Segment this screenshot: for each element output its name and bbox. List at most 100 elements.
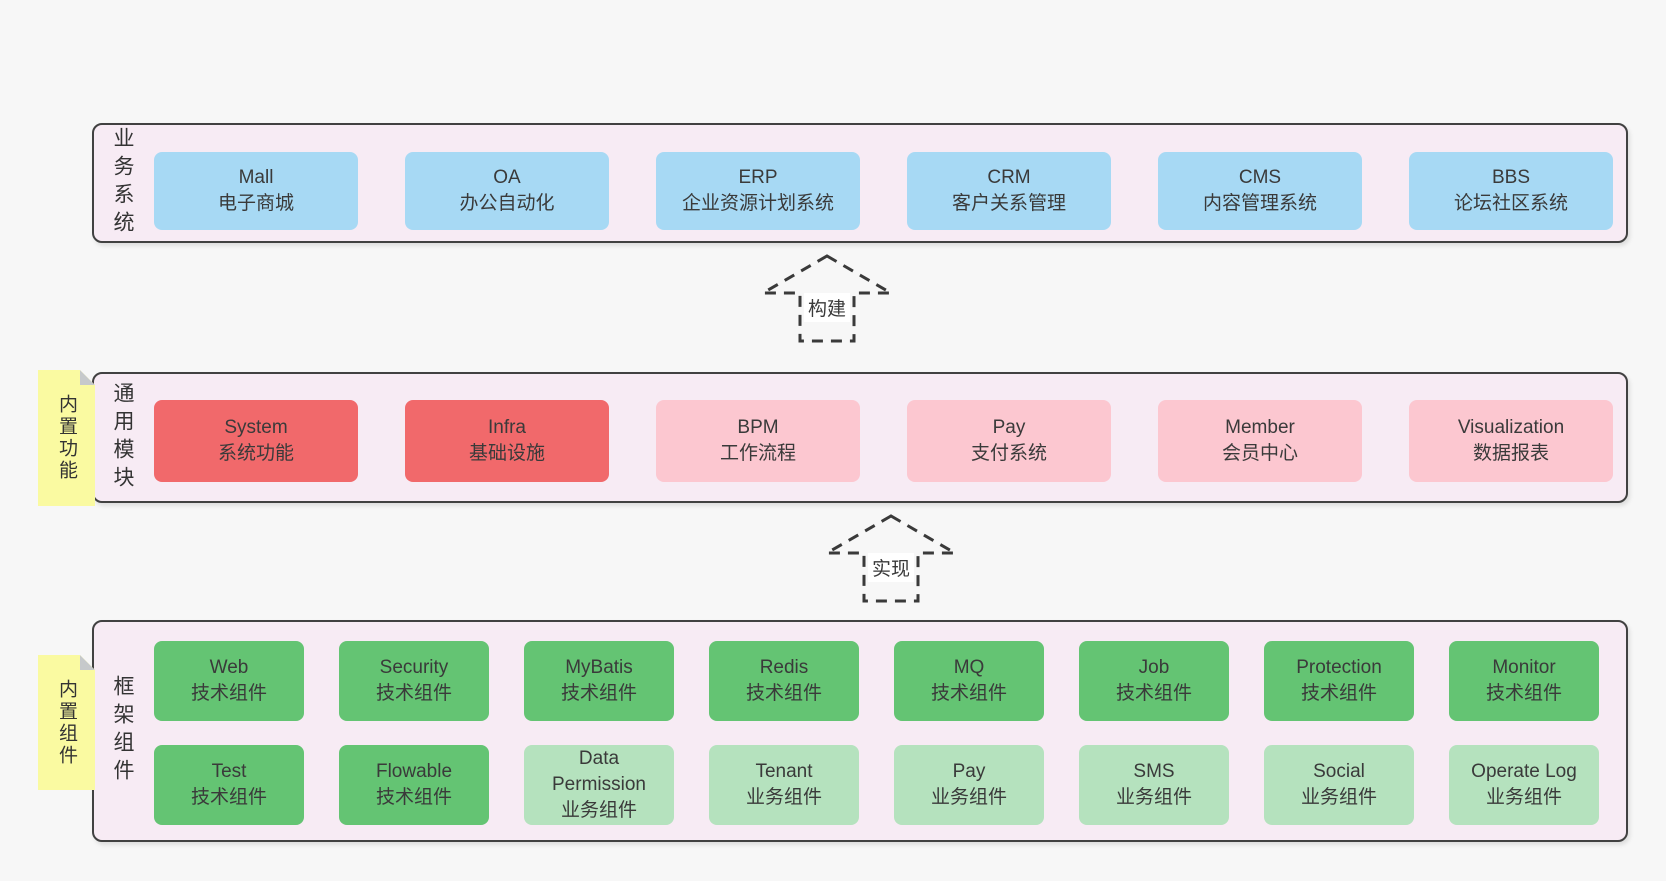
box-social-en: Social — [1313, 761, 1365, 782]
box-pay-en: Pay — [992, 417, 1026, 438]
box-sms: SMS 业务组件 — [1079, 745, 1229, 825]
box-bbs-en: BBS — [1491, 167, 1531, 188]
box-tenant-en: Tenant — [755, 761, 813, 782]
box-infra: Infra 基础设施 — [405, 400, 609, 482]
box-operate-log-en: Operate Log — [1471, 761, 1577, 782]
band-framework-components: 框架组件 Web 技术组件 Security 技术组件 MyBatis 技术组件… — [92, 620, 1628, 842]
box-pay-biz: Pay 业务组件 — [894, 745, 1044, 825]
box-oa-en: OA — [493, 167, 521, 188]
box-mall: Mall 电子商城 — [154, 152, 358, 230]
box-sms-en: SMS — [1133, 761, 1175, 782]
box-member-en: Member — [1225, 417, 1295, 438]
box-monitor-zh: 技术组件 — [1485, 683, 1562, 704]
box-redis-en: Redis — [759, 657, 809, 678]
box-operate-log-zh: 业务组件 — [1485, 787, 1562, 808]
box-erp-en: ERP — [738, 167, 778, 188]
components-box-row-2: Test 技术组件 Flowable 技术组件 Data Permission … — [154, 745, 1599, 825]
box-mall-zh: 电子商城 — [217, 193, 294, 214]
box-social: Social 业务组件 — [1264, 745, 1414, 825]
box-cms: CMS 内容管理系统 — [1158, 152, 1362, 230]
box-flowable-en: Flowable — [375, 761, 453, 782]
box-flowable-zh: 技术组件 — [375, 787, 452, 808]
box-protection-zh: 技术组件 — [1300, 683, 1377, 704]
box-tenant: Tenant 业务组件 — [709, 745, 859, 825]
box-security-zh: 技术组件 — [375, 683, 452, 704]
box-mybatis-zh: 技术组件 — [560, 683, 637, 704]
box-member: Member 会员中心 — [1158, 400, 1362, 482]
box-mq-zh: 技术组件 — [930, 683, 1007, 704]
box-bpm-zh: 工作流程 — [719, 443, 796, 464]
box-mybatis-en: MyBatis — [565, 657, 633, 678]
arrow-implement-shape — [824, 514, 958, 603]
box-sms-zh: 业务组件 — [1115, 787, 1192, 808]
box-bbs: BBS 论坛社区系统 — [1409, 152, 1613, 230]
box-infra-zh: 基础设施 — [468, 443, 545, 464]
box-pay: Pay 支付系统 — [907, 400, 1111, 482]
sticky-built-in-components: 内置组件 — [38, 655, 95, 790]
box-operate-log: Operate Log 业务组件 — [1449, 745, 1599, 825]
box-pay-zh: 支付系统 — [970, 443, 1047, 464]
box-data-permission-zh: 业务组件 — [560, 800, 637, 821]
modules-box-row: System 系统功能 Infra 基础设施 BPM 工作流程 Pay 支付系统… — [154, 400, 1613, 482]
band-components-label: 框架组件 — [111, 675, 134, 787]
box-bpm-en: BPM — [737, 417, 779, 438]
arrow-build-label: 构建 — [803, 293, 851, 322]
box-pay-biz-en: Pay — [952, 761, 986, 782]
box-monitor-en: Monitor — [1492, 657, 1556, 678]
business-box-row: Mall 电子商城 OA 办公自动化 ERP 企业资源计划系统 CRM 客户关系… — [154, 152, 1613, 230]
box-cms-zh: 内容管理系统 — [1202, 193, 1317, 214]
box-redis-zh: 技术组件 — [745, 683, 822, 704]
box-mq: MQ 技术组件 — [894, 641, 1044, 721]
arrow-build-shape — [760, 254, 894, 343]
sticky-built-in-components-label: 内置组件 — [56, 678, 77, 767]
box-bpm: BPM 工作流程 — [656, 400, 860, 482]
box-oa: OA 办公自动化 — [405, 152, 609, 230]
components-box-row-1: Web 技术组件 Security 技术组件 MyBatis 技术组件 Redi… — [154, 641, 1599, 721]
box-test: Test 技术组件 — [154, 745, 304, 825]
box-flowable: Flowable 技术组件 — [339, 745, 489, 825]
box-system: System 系统功能 — [154, 400, 358, 482]
box-job-en: Job — [1138, 657, 1170, 678]
box-pay-biz-zh: 业务组件 — [930, 787, 1007, 808]
box-visualization-zh: 数据报表 — [1472, 443, 1549, 464]
box-redis: Redis 技术组件 — [709, 641, 859, 721]
box-test-zh: 技术组件 — [190, 787, 267, 808]
box-erp-zh: 企业资源计划系统 — [681, 193, 834, 214]
box-crm-zh: 客户关系管理 — [951, 193, 1066, 214]
box-cms-en: CMS — [1238, 167, 1282, 188]
box-mall-en: Mall — [238, 167, 274, 188]
box-monitor: Monitor 技术组件 — [1449, 641, 1599, 721]
box-system-zh: 系统功能 — [217, 443, 294, 464]
box-data-permission-en: Data Permission — [552, 748, 646, 795]
band-common-modules: 通用模块 System 系统功能 Infra 基础设施 BPM 工作流程 Pay… — [92, 372, 1628, 503]
box-web: Web 技术组件 — [154, 641, 304, 721]
box-web-en: Web — [209, 657, 249, 678]
box-job-zh: 技术组件 — [1115, 683, 1192, 704]
box-visualization-en: Visualization — [1457, 417, 1565, 438]
box-visualization: Visualization 数据报表 — [1409, 400, 1613, 482]
arrow-implement: 实现 — [824, 513, 958, 605]
box-infra-en: Infra — [487, 417, 527, 438]
box-bbs-zh: 论坛社区系统 — [1453, 193, 1568, 214]
arrow-implement-label: 实现 — [867, 553, 915, 582]
box-security-en: Security — [379, 657, 449, 678]
box-security: Security 技术组件 — [339, 641, 489, 721]
sticky-built-in-features-label: 内置功能 — [56, 394, 77, 482]
box-mybatis: MyBatis 技术组件 — [524, 641, 674, 721]
band-modules-label: 通用模块 — [111, 381, 134, 494]
box-crm-en: CRM — [987, 167, 1031, 188]
band-business-systems: 业务系统 Mall 电子商城 OA 办公自动化 ERP 企业资源计划系统 CRM… — [92, 123, 1628, 243]
sticky-built-in-features: 内置功能 — [38, 370, 95, 506]
box-system-en: System — [224, 417, 288, 438]
box-data-permission: Data Permission 业务组件 — [524, 745, 674, 825]
box-member-zh: 会员中心 — [1221, 443, 1298, 464]
box-protection-en: Protection — [1296, 657, 1382, 678]
box-web-zh: 技术组件 — [190, 683, 267, 704]
box-mq-en: MQ — [953, 657, 985, 678]
box-erp: ERP 企业资源计划系统 — [656, 152, 860, 230]
box-crm: CRM 客户关系管理 — [907, 152, 1111, 230]
box-protection: Protection 技术组件 — [1264, 641, 1414, 721]
box-test-en: Test — [211, 761, 247, 782]
box-job: Job 技术组件 — [1079, 641, 1229, 721]
